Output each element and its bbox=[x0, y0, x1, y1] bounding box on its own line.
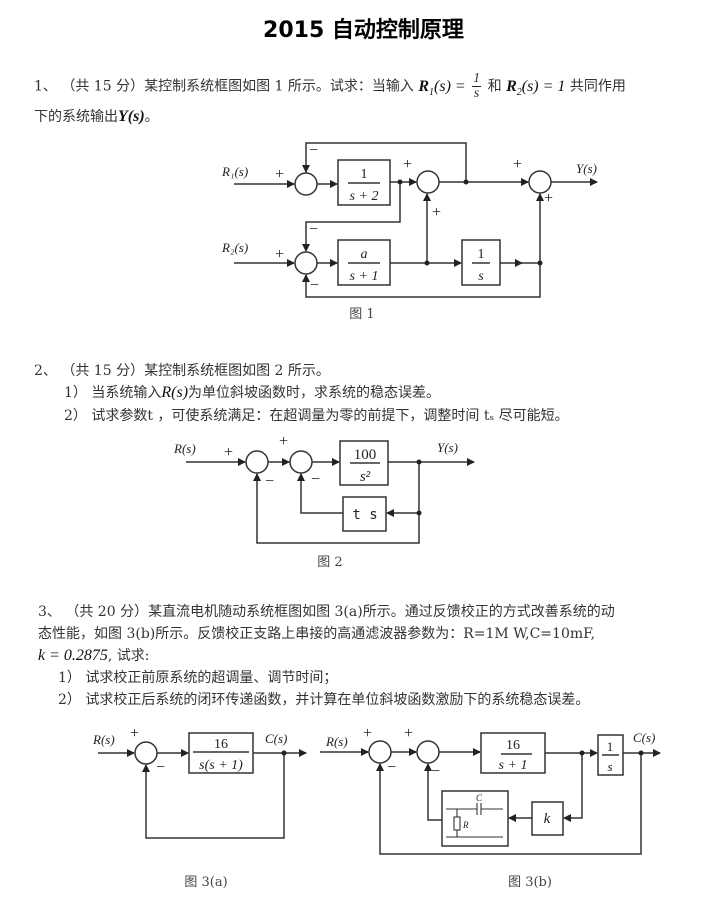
q1-line2-math: Y(s) bbox=[118, 108, 145, 125]
q1-line1: 1、 （共 15 分）某控制系统框图如图 1 所示。试求：当输入 R1(s) =… bbox=[34, 72, 626, 101]
fig3b-block1-num: 16 bbox=[506, 738, 520, 753]
fig1-block2-den: s + 1 bbox=[350, 269, 379, 284]
fig2-output-label: Y(s) bbox=[437, 440, 458, 455]
fig3a-block-num: 16 bbox=[214, 737, 228, 752]
fig3b-gain-label: k bbox=[544, 811, 551, 827]
q2-item2: 2） 试求参数t ，可使系统满足：在超调量为零的前提下，调整时间 tₛ 尽可能短… bbox=[64, 408, 569, 424]
q1-r1-den: s bbox=[473, 86, 480, 101]
fig2-block2 bbox=[342, 496, 387, 532]
fig3a-sum bbox=[134, 741, 158, 765]
fig1-block3-den: s bbox=[478, 269, 484, 284]
page-title: 2015 自动控制原理 bbox=[263, 18, 464, 43]
fig2-block1-num: 100 bbox=[354, 447, 377, 463]
fig1-output-label: Y(s) bbox=[576, 161, 597, 176]
fig3a-block bbox=[188, 732, 254, 774]
fig3b-gain-block bbox=[531, 801, 564, 836]
q1-and: 和 bbox=[487, 78, 502, 95]
figure-3b bbox=[320, 732, 661, 855]
fig3b-plus-sum2: + bbox=[404, 725, 413, 742]
fig3b-capacitor-label: C bbox=[476, 793, 483, 803]
fig3b-minus-sum2: − bbox=[431, 763, 440, 780]
q2-item1-suffix: 为单位斜坡函数时，求系统的稳态误差。 bbox=[188, 385, 441, 401]
fig3b-block1-den: s + 1 bbox=[499, 758, 528, 773]
fig2-input-label: R(s) bbox=[173, 441, 196, 456]
fig3b-output-label: C(s) bbox=[633, 730, 655, 745]
q1-r2-label: R bbox=[506, 77, 517, 95]
q1-r2: R2(s) = 1 bbox=[506, 77, 566, 98]
q2-item1: 1） 当系统输入R(s)为单位斜坡函数时，求系统的稳态误差。 bbox=[64, 382, 440, 402]
fig2-sum1 bbox=[245, 450, 269, 474]
fig1-input2-label: R₂(s) bbox=[221, 240, 248, 255]
q1-line1-suffix: 共同作用 bbox=[569, 78, 626, 95]
fig2-sum2 bbox=[289, 450, 313, 474]
q1-r1-label: R bbox=[418, 77, 430, 95]
q3-item2: 2） 试求校正后系统的闭环传递函数，并计算在单位斜坡函数激励下的系统稳态误差。 bbox=[58, 692, 590, 708]
fig3a-input-label: R(s) bbox=[92, 732, 115, 747]
q1-r1-sub: 1 bbox=[429, 86, 435, 98]
fig3b-input-label: R(s) bbox=[325, 734, 348, 749]
fig3b-plus-sum1: + bbox=[363, 725, 372, 742]
fig2-minus-sum1: − bbox=[265, 473, 274, 490]
fig2-plus-sum1: + bbox=[224, 444, 233, 461]
fig1-minus-sum4-top: − bbox=[309, 221, 318, 238]
q3-line2: 态性能，如图 3(b)所示。反馈校正支路上串接的高通滤波器参数为：R=1M W,… bbox=[38, 626, 596, 642]
fig3a-caption: 图 3(a) bbox=[184, 875, 227, 890]
fig3b-caption: 图 3(b) bbox=[508, 875, 552, 890]
fig1-block2-num: a bbox=[361, 247, 368, 262]
fig3b-minus-sum1: − bbox=[387, 759, 396, 776]
fig1-minus-top: − bbox=[309, 142, 318, 159]
fig3a-plus: + bbox=[130, 725, 139, 742]
fig1-plus-r1: + bbox=[275, 166, 284, 183]
figure-2 bbox=[186, 440, 475, 544]
fig3a-minus: − bbox=[156, 759, 165, 776]
fig2-block2-label: t s bbox=[352, 507, 377, 523]
fig2-caption: 图 2 bbox=[317, 555, 342, 570]
fig3a-output-label: C(s) bbox=[265, 731, 287, 746]
q3-item1: 1） 试求校正前原系统的超调量、调节时间； bbox=[58, 670, 338, 686]
q1-r1-eq: (s) = bbox=[434, 77, 466, 95]
fig1-block1-den: s + 2 bbox=[350, 189, 379, 204]
fig1-sum1 bbox=[294, 172, 318, 196]
q3-line3: k = 0.2875, 试求: bbox=[38, 645, 150, 665]
q2-item1-prefix: 1） 当系统输入 bbox=[64, 385, 162, 401]
fig3b-block2-den: s bbox=[607, 759, 612, 774]
q1-r2-eq: (s) = 1 bbox=[521, 77, 566, 95]
q1-line2: 下的系统输出Y(s)。 bbox=[34, 106, 159, 126]
fig1-sum4 bbox=[294, 251, 318, 275]
q3-line3-math: k = 0.2875 bbox=[38, 647, 108, 664]
q1-line2-prefix: 下的系统输出 bbox=[34, 109, 118, 125]
q3-line3-suffix: , 试求: bbox=[107, 648, 150, 664]
q3-line1: 3、 （共 20 分）某直流电机随动系统框图如图 3(a)所示。通过反馈校正的方… bbox=[38, 604, 615, 620]
fig1-minus-sum4-bottom: − bbox=[310, 277, 319, 294]
q1-r1: R1(s) = bbox=[418, 77, 466, 98]
fig3b-resistor-label: R bbox=[462, 820, 469, 830]
fig3b-block2-num: 1 bbox=[607, 739, 614, 754]
q1-line2-suffix: 。 bbox=[144, 109, 159, 125]
fig3a-block-den: s(s + 1) bbox=[199, 758, 243, 773]
q1-r2-sub: 2 bbox=[516, 86, 522, 98]
figure-1 bbox=[234, 142, 598, 298]
figure-3a bbox=[98, 732, 307, 839]
fig1-plus-r2: + bbox=[275, 246, 284, 263]
fig1-caption: 图 1 bbox=[349, 307, 374, 322]
fig2-minus-sum2: − bbox=[311, 471, 320, 488]
fig1-plus-sum3-bottom: + bbox=[544, 190, 553, 207]
q2-item1-math: R(s) bbox=[161, 384, 189, 401]
fig1-plus-sum2-left: + bbox=[403, 156, 412, 173]
q1-r1-num: 1 bbox=[472, 71, 482, 87]
fig3b-sum2 bbox=[416, 740, 440, 764]
fig1-plus-sum3-left: + bbox=[513, 156, 522, 173]
fig2-plus-sum2: + bbox=[279, 433, 288, 450]
fig1-block1-num: 1 bbox=[361, 167, 368, 182]
fig1-block3-num: 1 bbox=[478, 247, 485, 262]
q2-line1: 2、 （共 15 分）某控制系统框图如图 2 所示。 bbox=[34, 363, 330, 379]
q1-line1-prefix: 1、 （共 15 分）某控制系统框图如图 1 所示。试求：当输入 bbox=[34, 78, 414, 95]
fig2-block1-den: s² bbox=[360, 469, 371, 485]
fig1-input1-label: R₁(s) bbox=[221, 164, 248, 179]
fig1-sum2 bbox=[416, 170, 440, 194]
fig1-plus-sum2-bottom: + bbox=[432, 204, 441, 221]
